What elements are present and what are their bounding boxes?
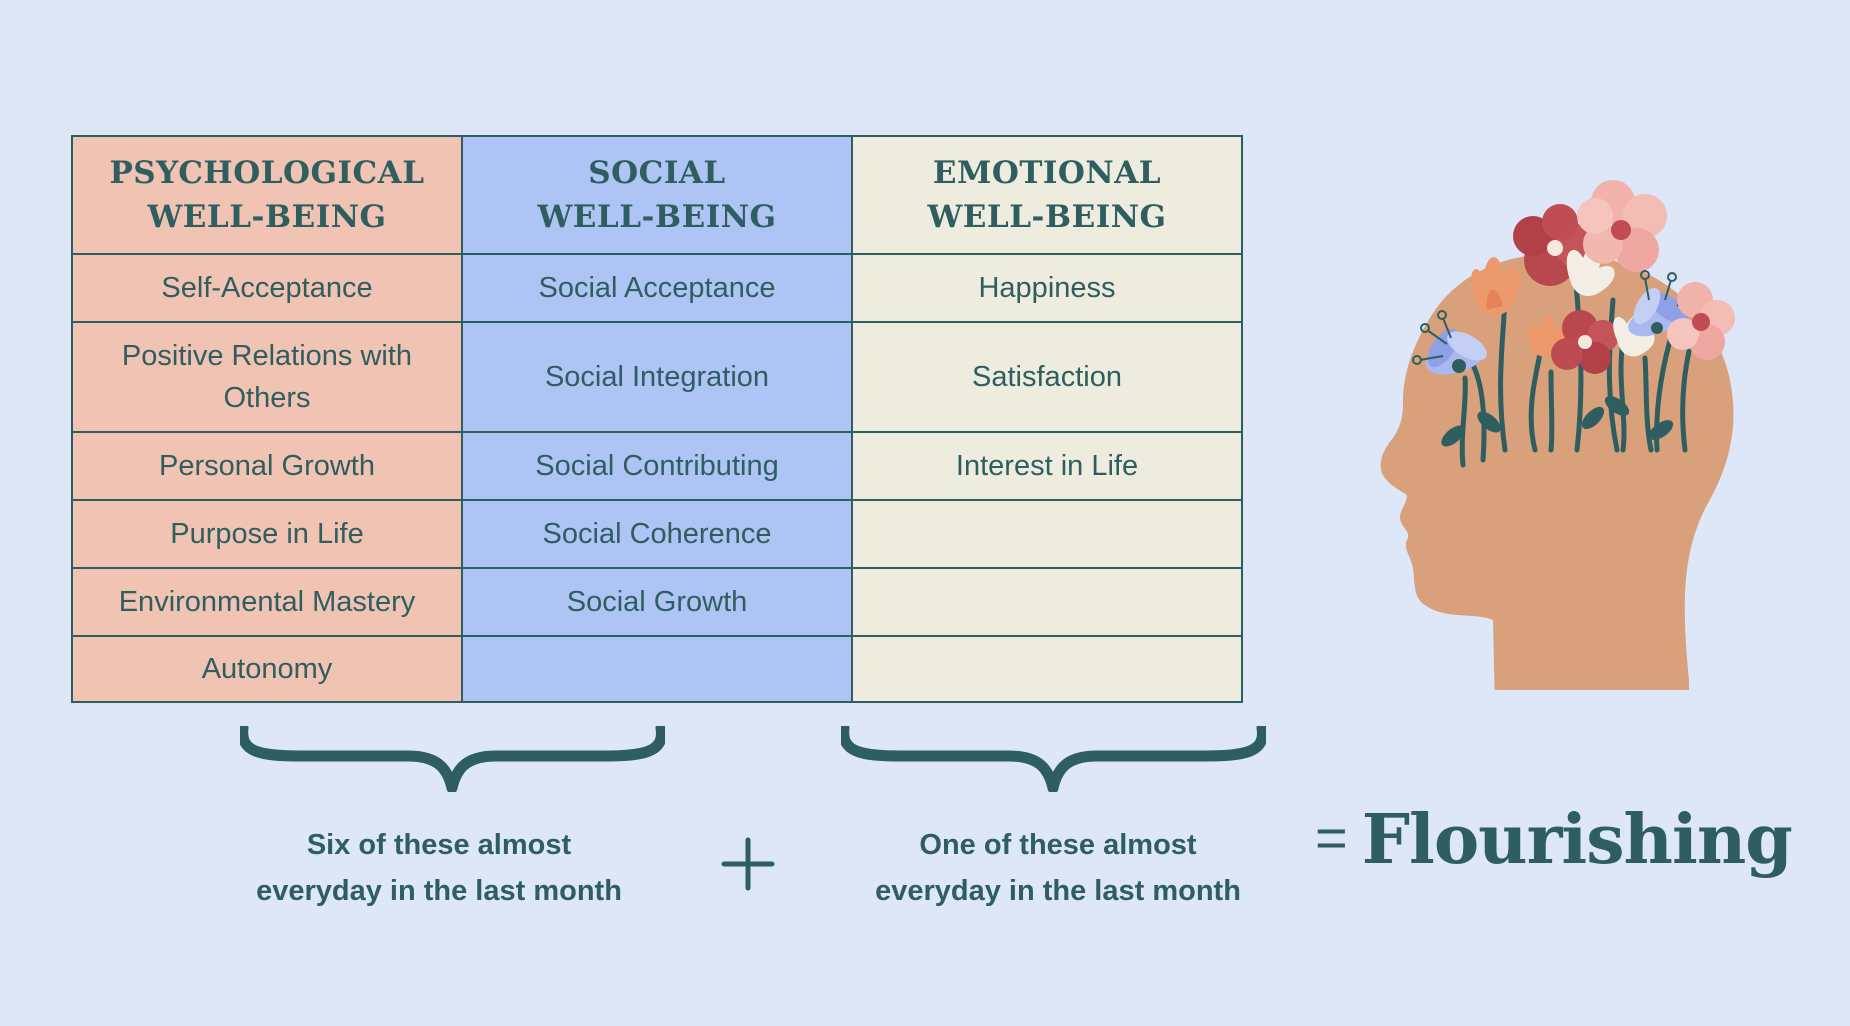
table-cell: Happiness xyxy=(851,253,1243,323)
table-row: Positive Relations with Others Social In… xyxy=(71,321,1243,433)
table-row: Environmental Mastery Social Growth xyxy=(71,567,1243,637)
flourishing-label: Flourishing xyxy=(1361,800,1793,880)
caption-one-of-these: One of these almost everyday in the last… xyxy=(875,829,1241,907)
table-cell: Environmental Mastery xyxy=(71,567,463,637)
table-cell: Social Acceptance xyxy=(461,253,853,323)
header-emotional: EMOTIONAL WELL-BEING xyxy=(851,135,1243,255)
table-cell: Social Integration xyxy=(461,321,853,433)
flower xyxy=(1412,310,1487,375)
curly-brace-icon xyxy=(841,726,1266,792)
plus-icon xyxy=(721,837,775,891)
table-cell xyxy=(461,635,853,703)
head-with-flowers-icon xyxy=(1380,180,1735,690)
flower xyxy=(1577,180,1667,272)
flower xyxy=(1551,310,1619,374)
table-cell: Social Coherence xyxy=(461,499,853,569)
table-cell: Autonomy xyxy=(71,635,463,703)
caption-six-of-these: Six of these almost everyday in the last… xyxy=(256,829,622,907)
table-row: Autonomy xyxy=(71,635,1243,703)
header-social: SOCIAL WELL-BEING xyxy=(461,135,853,255)
table-cell: Purpose in Life xyxy=(71,499,463,569)
flower xyxy=(1667,282,1735,360)
flower xyxy=(1566,246,1615,296)
table-row: Purpose in Life Social Coherence xyxy=(71,499,1243,569)
flourishing-result: =Flourishing xyxy=(1315,800,1793,880)
table-row: Personal Growth Social Contributing Inte… xyxy=(71,431,1243,501)
table-cell: Positive Relations with Others xyxy=(71,321,463,433)
table-cell xyxy=(851,499,1243,569)
table-cell: Interest in Life xyxy=(851,431,1243,501)
table-cell: Social Growth xyxy=(461,567,853,637)
table-row: Self-Acceptance Social Acceptance Happin… xyxy=(71,253,1243,323)
table-cell: Satisfaction xyxy=(851,321,1243,433)
curly-brace-icon xyxy=(240,726,665,792)
table-cell xyxy=(851,635,1243,703)
table-cell: Personal Growth xyxy=(71,431,463,501)
flower xyxy=(1471,257,1520,316)
well-being-table: PSYCHOLOGICAL WELL-BEING SOCIAL WELL-BEI… xyxy=(71,135,1243,703)
table-cell xyxy=(851,567,1243,637)
equals-sign: = xyxy=(1315,806,1348,869)
table-cell: Social Contributing xyxy=(461,431,853,501)
table-header-row: PSYCHOLOGICAL WELL-BEING SOCIAL WELL-BEI… xyxy=(71,135,1243,255)
header-psychological: PSYCHOLOGICAL WELL-BEING xyxy=(71,135,463,255)
table-cell: Self-Acceptance xyxy=(71,253,463,323)
